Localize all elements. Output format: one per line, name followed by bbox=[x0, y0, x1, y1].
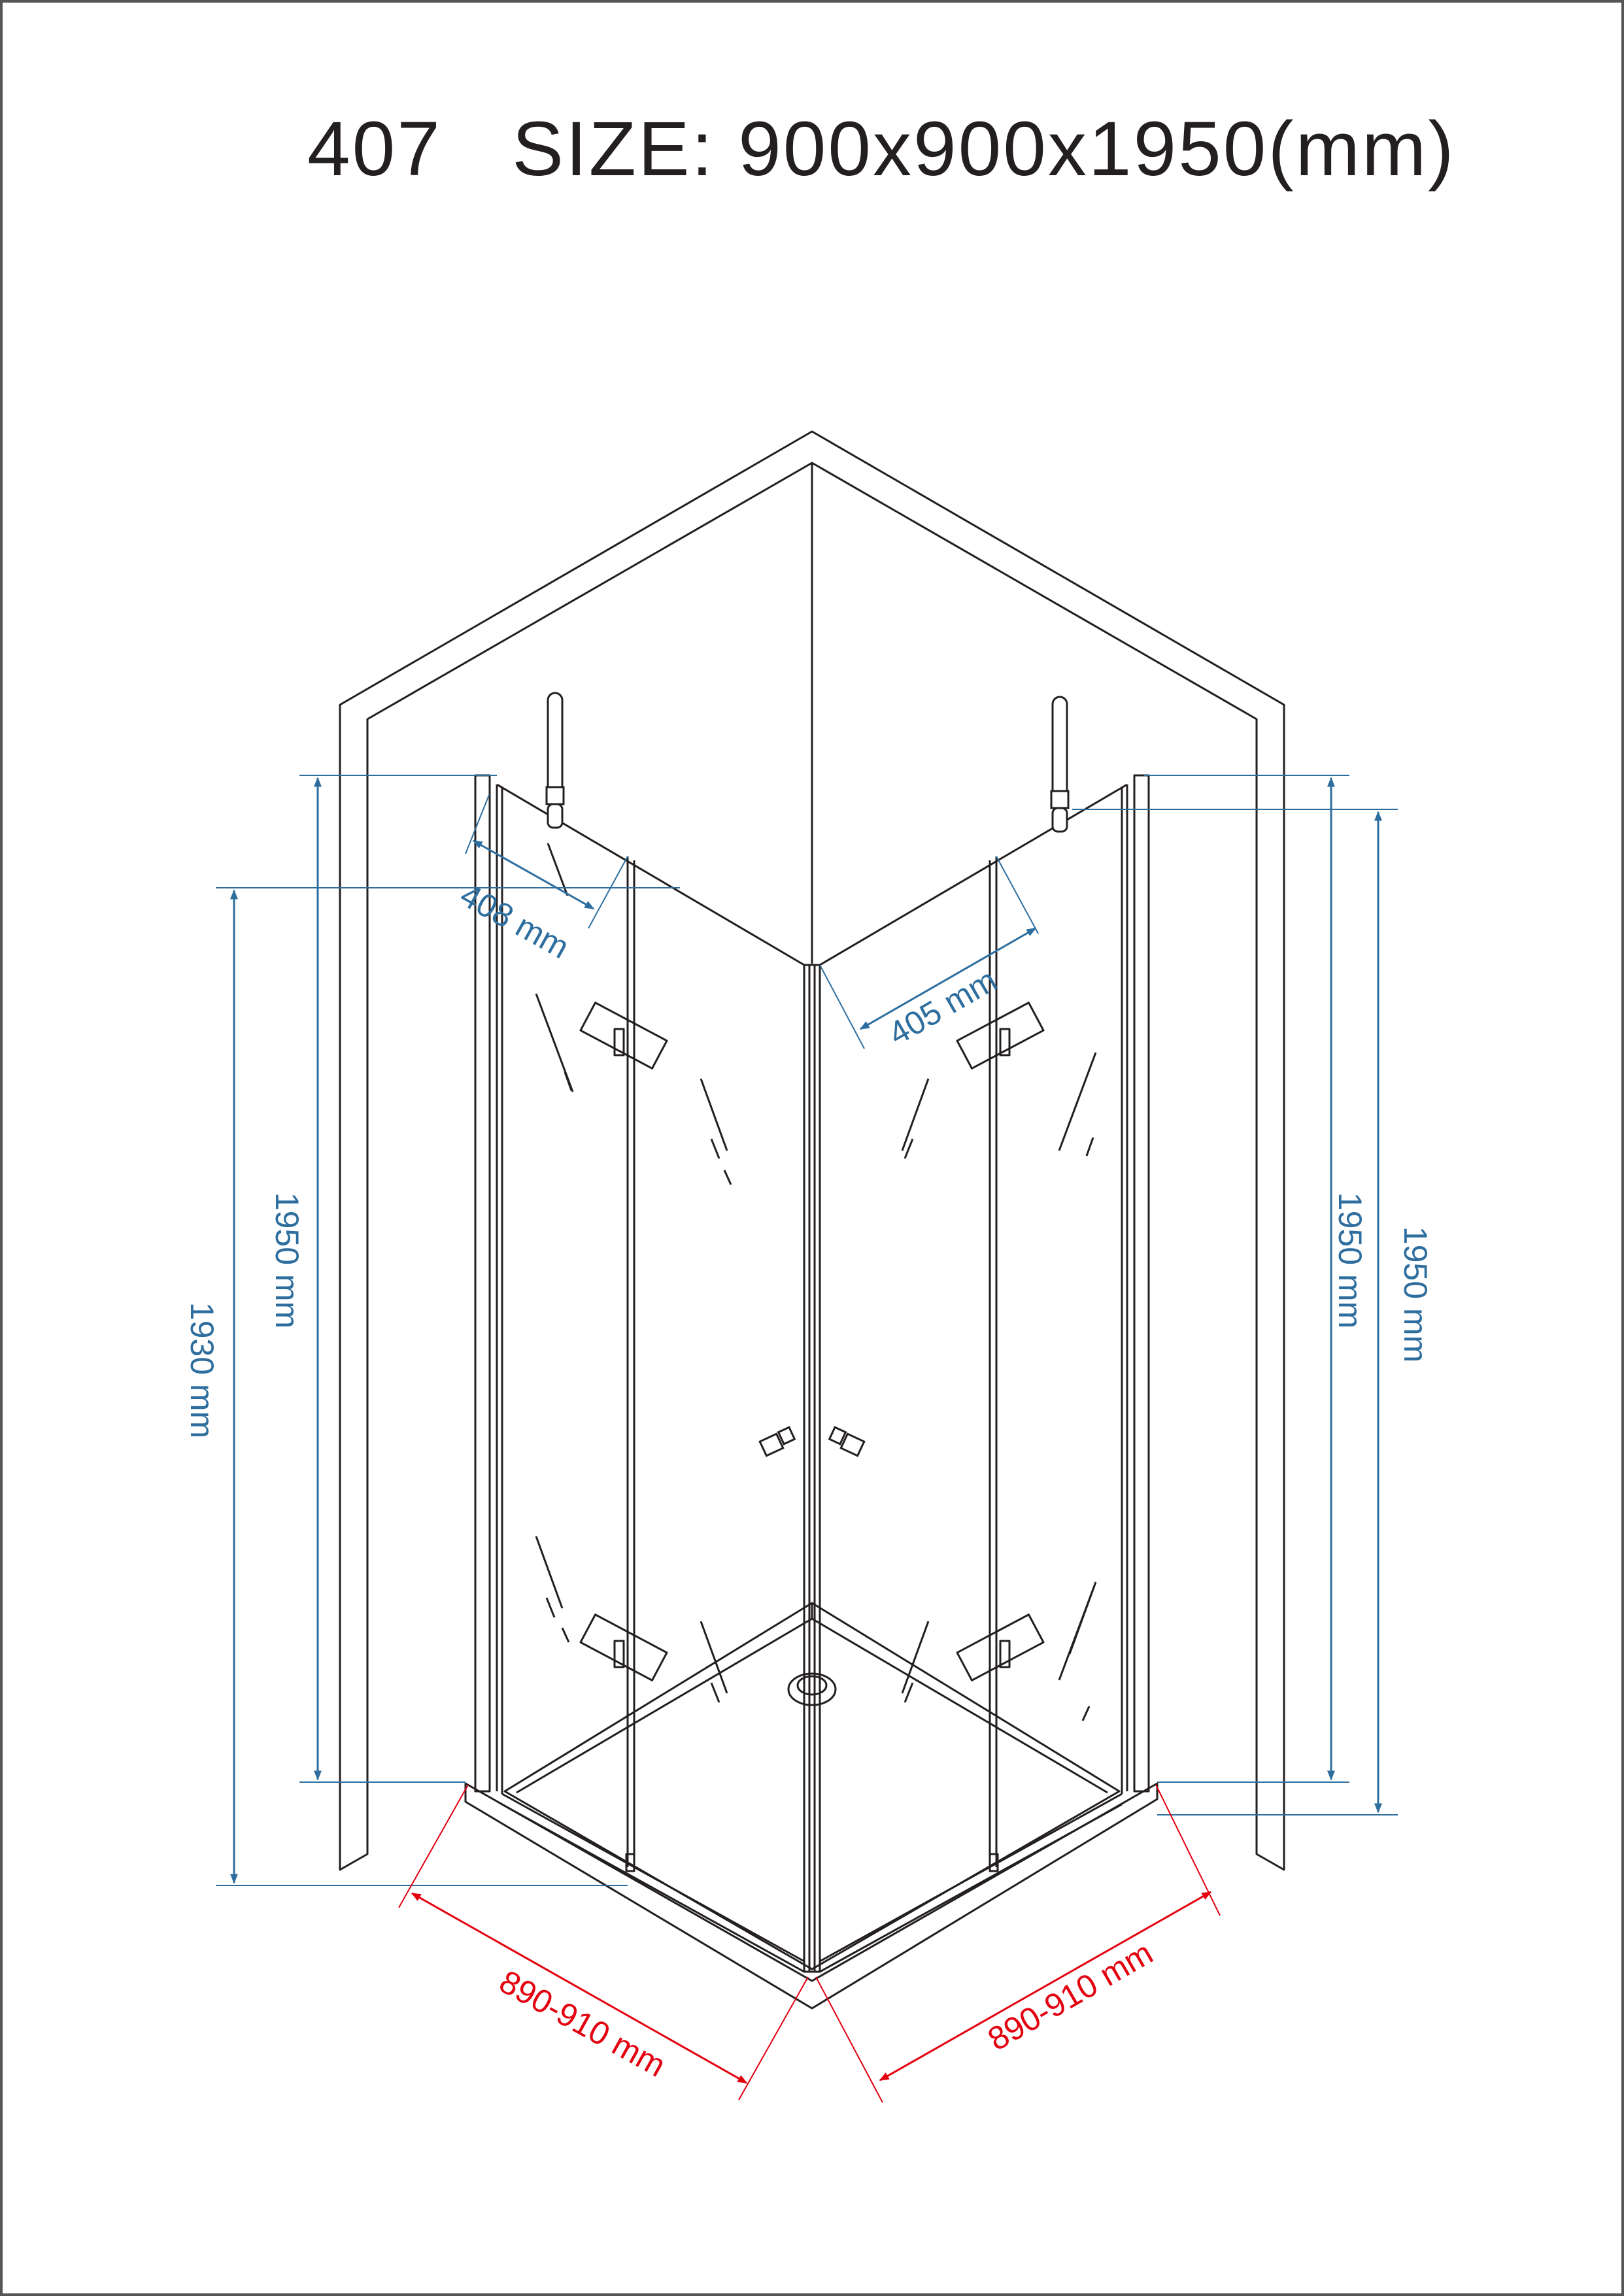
dimension-door-left: 408 mm bbox=[454, 794, 628, 966]
dimension-label-height-inner-right: 1950 mm bbox=[1332, 1192, 1368, 1328]
dimension-height-inner-left: 1950 mm bbox=[269, 775, 497, 1783]
right-glass-panel bbox=[819, 774, 1150, 1973]
dimension-height-outer-left: 1930 mm bbox=[184, 887, 680, 1886]
dimension-label-height-inner-left: 1950 mm bbox=[269, 1192, 305, 1328]
size-label: SIZE: bbox=[512, 106, 715, 192]
door-knob-left bbox=[758, 1426, 796, 1457]
dimension-width-left: 890-910 mm bbox=[398, 1784, 809, 2101]
dimension-label-door-left: 408 mm bbox=[454, 877, 575, 966]
dimension-label-height-outer-left: 1930 mm bbox=[184, 1302, 220, 1438]
dimension-label-width-right: 890-910 mm bbox=[982, 1934, 1159, 2058]
wall-outline bbox=[339, 430, 1285, 1871]
dimension-door-right: 405 mm bbox=[819, 856, 1039, 1053]
size-value: 900x900x1950(mm) bbox=[738, 106, 1456, 192]
support-bar-left bbox=[545, 692, 565, 829]
door-knob-right bbox=[828, 1426, 866, 1457]
shower-tray bbox=[464, 1602, 1159, 2010]
dimension-label-height-outer-right: 1950 mm bbox=[1397, 1226, 1434, 1362]
drawing-title: 407 SIZE: 900x900x1950(mm) bbox=[307, 105, 1456, 194]
dimension-height-inner-right: 1950 mm bbox=[1144, 775, 1368, 1783]
dimension-label-width-left: 890-910 mm bbox=[494, 1963, 672, 2084]
model-number: 407 bbox=[307, 106, 442, 192]
center-post bbox=[803, 964, 821, 1973]
support-bar-right bbox=[1050, 696, 1070, 833]
dimension-height-outer-right: 1950 mm bbox=[1072, 809, 1434, 1815]
left-glass-panel bbox=[474, 774, 805, 1973]
